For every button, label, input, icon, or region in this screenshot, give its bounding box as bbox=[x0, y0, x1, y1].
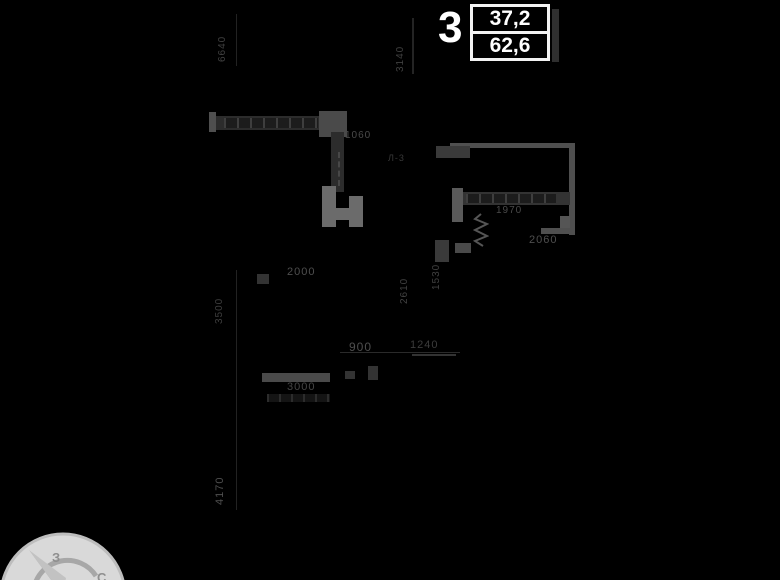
pier-h-right bbox=[349, 196, 363, 227]
dim-line-top-left bbox=[236, 14, 237, 66]
dim-corridor-width-1: 1970 bbox=[496, 205, 523, 216]
dim-line-left bbox=[236, 270, 237, 510]
wall-mark-2 bbox=[368, 366, 378, 380]
pier-h-bar bbox=[336, 208, 349, 220]
wall-corridor-top bbox=[450, 143, 575, 148]
wall-landing bbox=[436, 146, 470, 158]
compass-svg: З С bbox=[1, 532, 125, 580]
stair-label: Л-3 bbox=[388, 153, 405, 163]
dim-line-bottom bbox=[340, 352, 460, 353]
dim-left-vertical-2: 4170 bbox=[214, 476, 226, 505]
compass-rose: З С bbox=[0, 526, 132, 580]
area-box: 37,2 62,6 bbox=[470, 4, 550, 61]
wall-mark-1 bbox=[345, 371, 355, 379]
wall-corridor-stub bbox=[541, 228, 575, 234]
area-box-shadow bbox=[552, 9, 559, 62]
dim-mid-vertical-1: 2610 bbox=[399, 277, 410, 304]
window-mid bbox=[466, 194, 556, 203]
window-bottom-left bbox=[267, 394, 330, 402]
door-dashed-line bbox=[338, 152, 340, 186]
apartment-number: 3 bbox=[438, 3, 463, 52]
dim-hall-width: 1060 bbox=[345, 130, 372, 141]
dim-line-top-mid bbox=[412, 18, 414, 74]
pier-h-left bbox=[322, 186, 336, 227]
dim-top-left-vertical: 6640 bbox=[217, 35, 228, 62]
wall-corner-blob bbox=[560, 216, 570, 228]
window-top-left bbox=[224, 118, 318, 128]
total-area-value: 62,6 bbox=[489, 34, 531, 57]
dim-corridor-width-2: 2060 bbox=[529, 234, 558, 246]
dim-left-vertical-1: 3500 bbox=[214, 297, 225, 324]
compass-letter-west: З bbox=[52, 550, 60, 565]
living-area-value: 37,2 bbox=[473, 7, 547, 34]
wall-bottom-left bbox=[262, 373, 330, 382]
compass-letter-north: С bbox=[97, 570, 107, 580]
wall-cap-left bbox=[209, 112, 216, 132]
wall-mid-cap bbox=[452, 188, 463, 222]
dim-bath-width: 900 bbox=[349, 340, 373, 354]
dim-mid-vertical-2: 1530 bbox=[431, 263, 442, 290]
wall-door-blob-2 bbox=[435, 240, 449, 262]
dim-underline bbox=[412, 354, 456, 356]
wall-corridor-right bbox=[569, 143, 575, 235]
dim-wc-width: 1240 bbox=[410, 339, 439, 351]
wall-door-blob-1 bbox=[455, 243, 471, 253]
dim-top-mid-vertical: 3140 bbox=[395, 45, 406, 72]
dim-room-width: 2000 bbox=[287, 266, 316, 278]
dim-room2-width: 3000 bbox=[287, 381, 316, 393]
wall-vertical-entry bbox=[331, 132, 344, 192]
stair-arrow bbox=[473, 213, 489, 247]
dim-tick bbox=[257, 274, 269, 284]
